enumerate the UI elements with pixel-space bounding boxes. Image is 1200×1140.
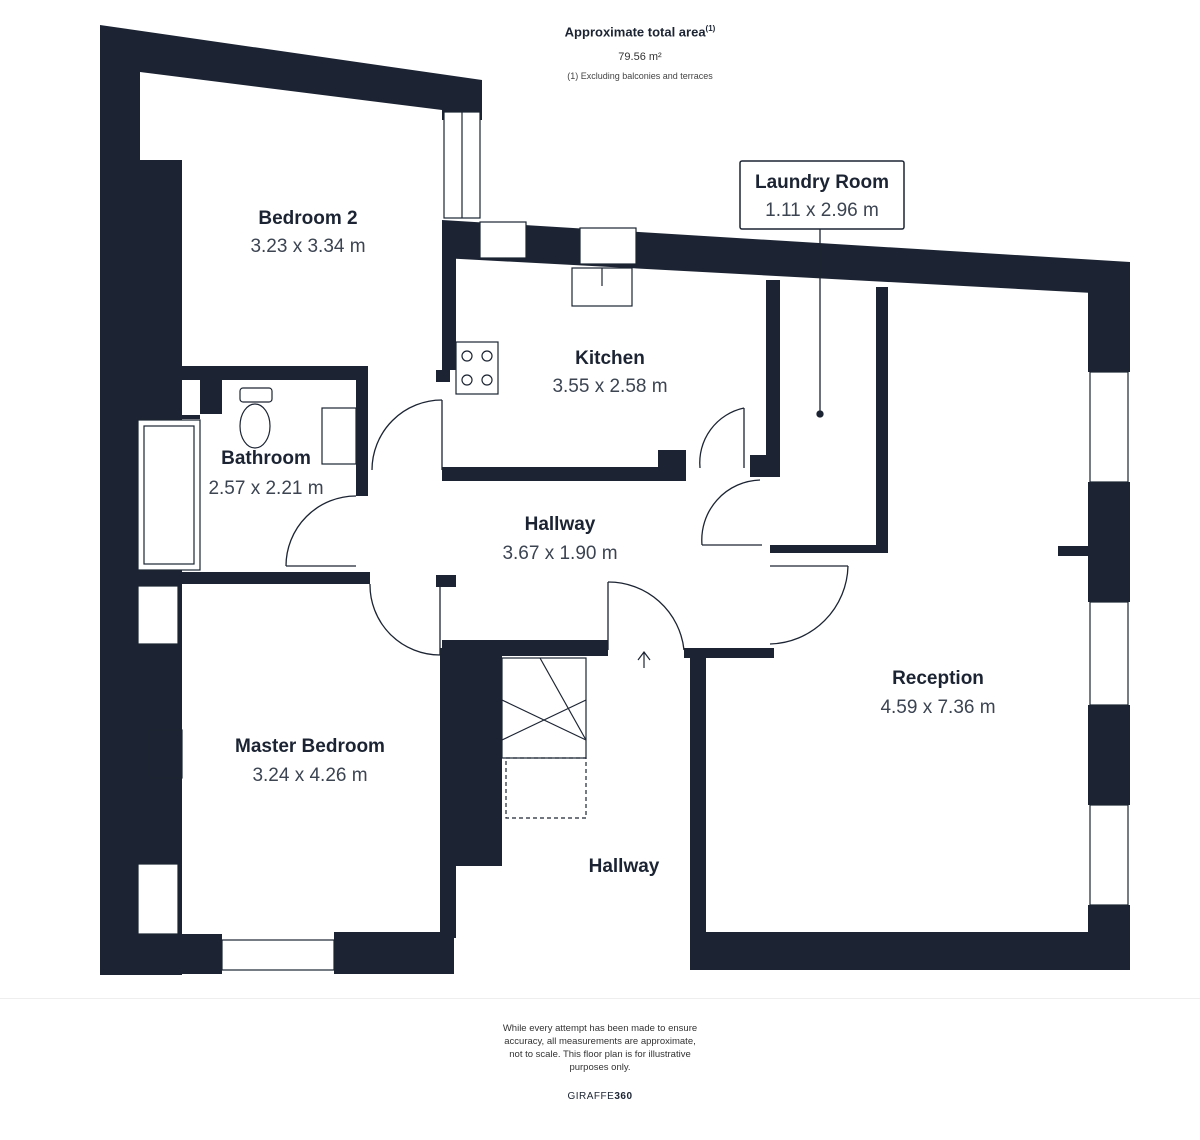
bathroom-name: Bathroom [221, 448, 311, 469]
area-title-sup: (1) [705, 24, 716, 33]
bedroom2-name: Bedroom 2 [258, 208, 357, 229]
reception-dims: 4.59 x 7.36 m [880, 697, 995, 718]
brand-suffix: 360 [614, 1091, 633, 1102]
windows-and-fixtures [137, 111, 1129, 971]
bedroom2-dims: 3.23 x 3.34 m [250, 236, 365, 257]
brand-logo: GIRAFFE360 [540, 1091, 660, 1102]
kitchen-dims: 3.55 x 2.58 m [552, 376, 667, 397]
page-divider [0, 998, 1200, 999]
doors [285, 228, 849, 656]
area-value: 79.56 m² [618, 51, 662, 64]
bathroom-dims: 2.57 x 2.21 m [208, 478, 323, 499]
laundry-name: Laundry Room [755, 172, 889, 193]
reception-name: Reception [892, 668, 984, 689]
laundry-label-box [739, 160, 905, 230]
area-title: Approximate total area(1) [440, 24, 840, 39]
brand-prefix: GIRAFFE [567, 1091, 615, 1102]
hallway-upper-name: Hallway [525, 514, 596, 535]
area-header: Approximate total area(1) 79.56 m² (1) E… [440, 24, 840, 81]
master-bedroom-name: Master Bedroom [235, 736, 385, 757]
area-note: (1) Excluding balconies and terraces [567, 71, 713, 82]
area-title-text: Approximate total area [564, 24, 706, 40]
master-bedroom-dims: 3.24 x 4.26 m [252, 765, 367, 786]
hallway-upper-dims: 3.67 x 1.90 m [502, 543, 617, 564]
room-labels: Bedroom 2 3.23 x 3.34 m Kitchen 3.55 x 2… [208, 172, 995, 877]
kitchen-name: Kitchen [575, 348, 645, 369]
walls [100, 25, 1130, 975]
laundry-dims: 1.11 x 2.96 m [765, 200, 879, 221]
disclaimer: While every attempt has been made to ens… [502, 1023, 698, 1073]
hallway-lower-name: Hallway [589, 856, 660, 877]
